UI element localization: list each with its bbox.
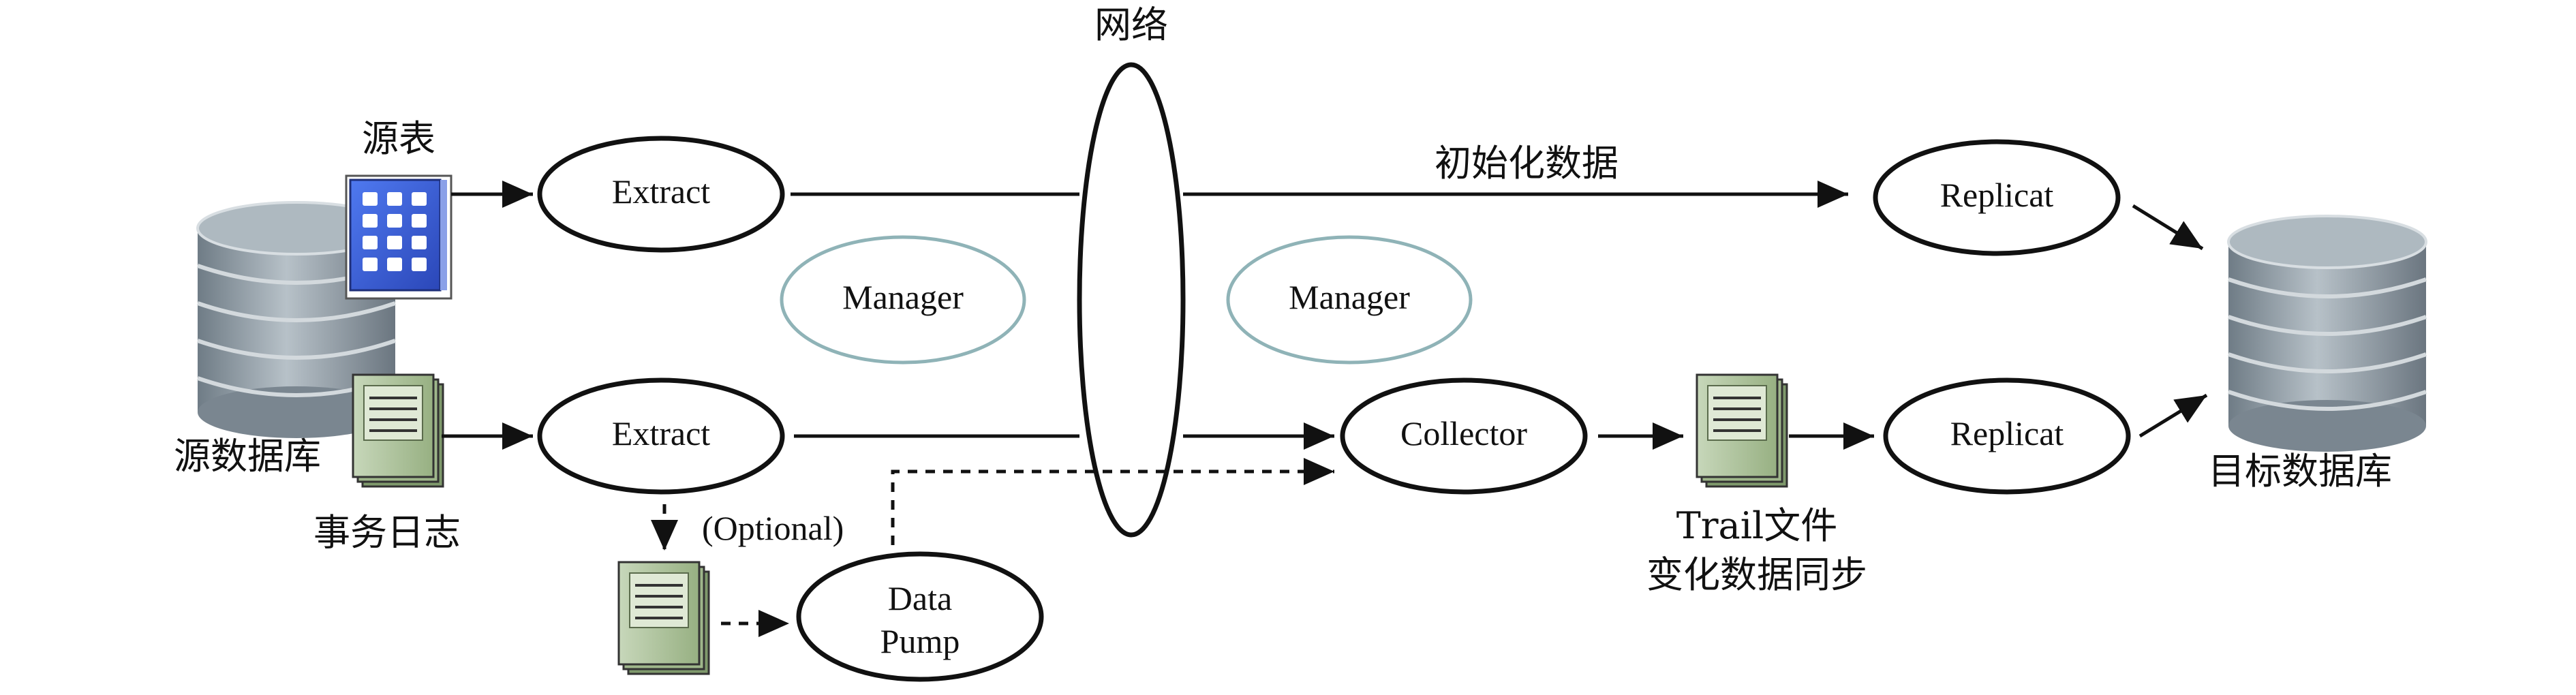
data-pump-label-line2: Pump bbox=[880, 622, 960, 660]
arrow-replicat-top-to-target bbox=[2132, 204, 2204, 251]
replicat-bottom-node: Replicat bbox=[1883, 377, 2131, 495]
connectors bbox=[442, 181, 2208, 450]
data-pump-label-line1: Data bbox=[888, 579, 952, 617]
optional-label: (Optional) bbox=[702, 509, 844, 547]
dashed-connectors bbox=[651, 458, 1334, 637]
pump-trail-file-icon bbox=[617, 561, 710, 675]
replicat-top-label: Replicat bbox=[1940, 176, 2054, 214]
manager-right-label: Manager bbox=[1289, 278, 1410, 316]
trail-file-label: Trail文件 bbox=[1676, 504, 1838, 547]
source-table-label: 源表 bbox=[362, 117, 435, 160]
replicat-top-node: Replicat bbox=[1873, 139, 2121, 256]
trail-file-icon bbox=[1696, 373, 1788, 488]
dashed-data-pump-to-collector bbox=[891, 458, 1334, 545]
network-ellipse bbox=[1077, 62, 1186, 538]
manager-left-label: Manager bbox=[842, 278, 964, 316]
manager-right-node: Manager bbox=[1226, 235, 1473, 365]
replicat-bottom-label: Replicat bbox=[1950, 414, 2064, 452]
transaction-log-label: 事务日志 bbox=[313, 511, 461, 554]
manager-left-node: Manager bbox=[780, 235, 1026, 365]
collector-label: Collector bbox=[1400, 414, 1527, 452]
extract-top-node: Extract bbox=[537, 136, 785, 253]
target-database-label: 目标数据库 bbox=[2208, 450, 2392, 493]
collector-node: Collector bbox=[1340, 377, 1588, 495]
extract-top-label: Extract bbox=[612, 172, 710, 211]
extract-bottom-label: Extract bbox=[612, 414, 710, 452]
change-sync-label: 变化数据同步 bbox=[1646, 553, 1867, 596]
transaction-log-icon bbox=[352, 373, 444, 488]
data-pump-node: Data Pump bbox=[796, 551, 1044, 682]
source-table-icon bbox=[345, 174, 453, 300]
source-database-label: 源数据库 bbox=[174, 435, 321, 478]
initial-data-label: 初始化数据 bbox=[1435, 142, 1619, 185]
extract-bottom-node: Extract bbox=[537, 377, 785, 495]
arrow-replicat-bottom-to-target bbox=[2138, 393, 2208, 438]
network-label: 网络 bbox=[1094, 3, 1168, 46]
target-database-icon bbox=[2228, 216, 2426, 452]
